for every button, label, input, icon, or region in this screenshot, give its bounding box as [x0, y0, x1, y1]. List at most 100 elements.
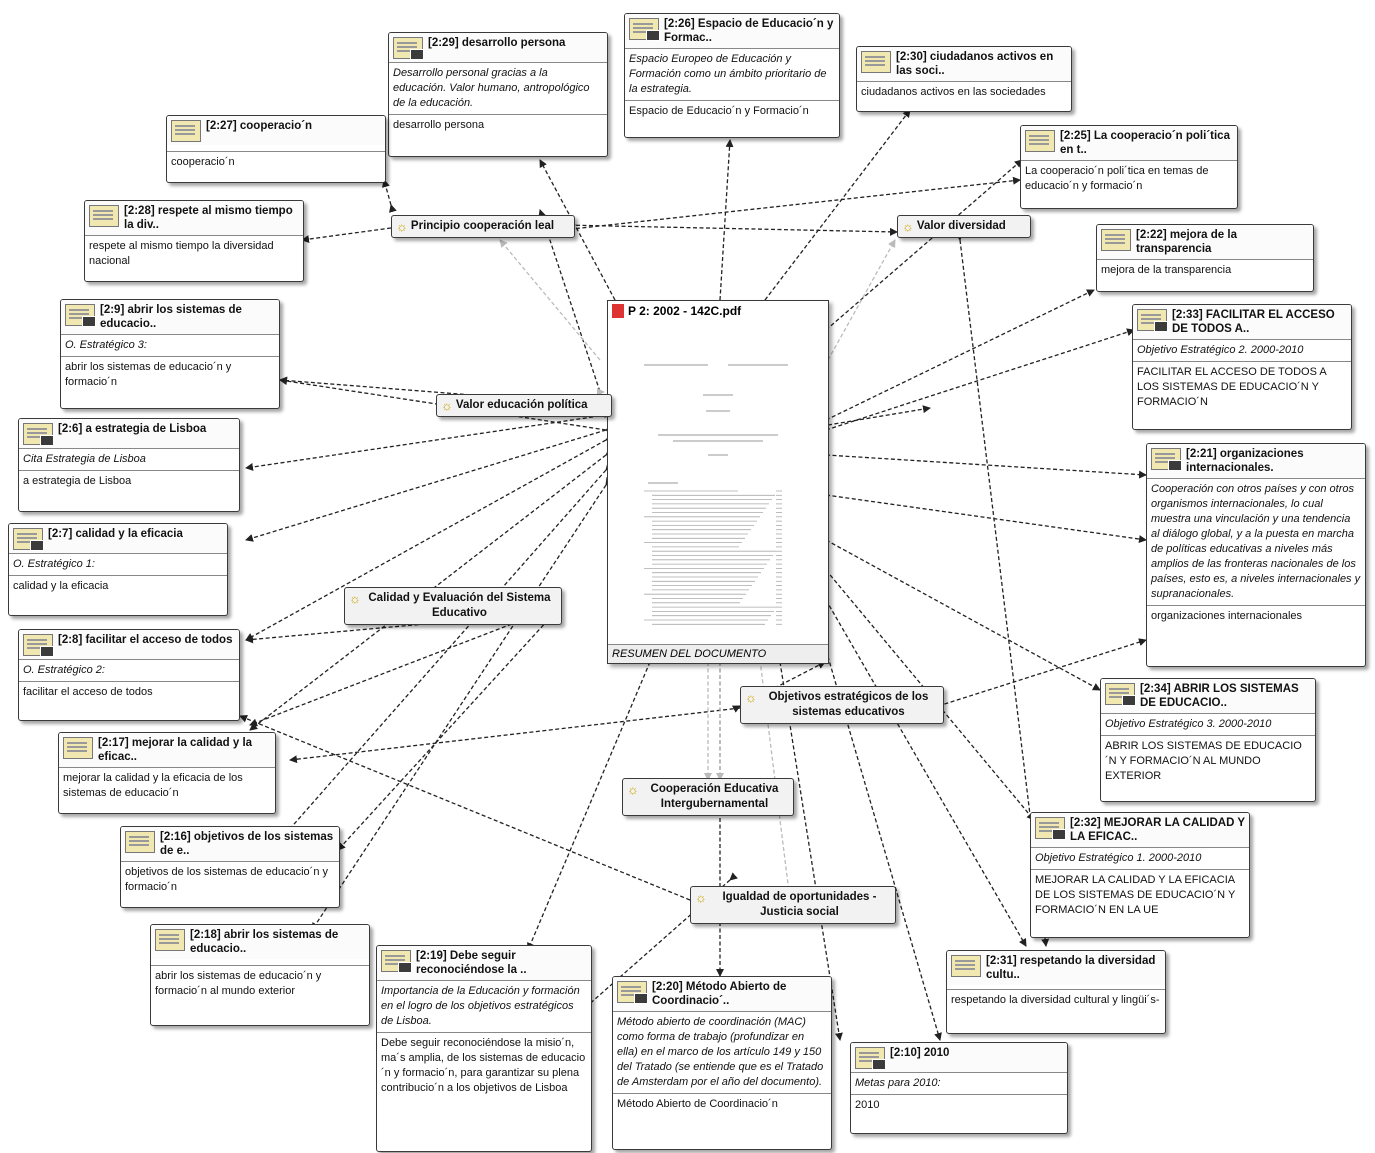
- quote-content: respetando la diversidad cultural y ling…: [947, 989, 1165, 1011]
- code-valor-diversidad[interactable]: ☼Valor diversidad: [897, 215, 1031, 238]
- quote-2-19[interactable]: [2:19] Debe seguir reconociéndose la .. …: [376, 945, 592, 1152]
- quote-title: [2:27] cooperacio´n: [206, 120, 313, 132]
- quotation-icon: [861, 51, 891, 73]
- relation-edge: [538, 209, 612, 418]
- pdf-icon: [612, 304, 624, 318]
- quote-content: Espacio de Educacio´n y Formacio´n: [625, 100, 839, 122]
- code-calidad-evaluacion[interactable]: ☼Calidad y Evaluación del Sistema Educat…: [344, 587, 562, 625]
- quote-comment: O. Estratégico 3:: [61, 334, 279, 356]
- code-objetivos-estrategicos[interactable]: ☼Objetivos estratégicos de los sistemas …: [740, 686, 944, 724]
- quote-content: abrir los sistemas de educacio´n y forma…: [61, 356, 279, 393]
- quotation-icon: [23, 423, 54, 446]
- relation-edge: [245, 424, 614, 542]
- relation-edge: [817, 289, 1095, 427]
- quote-2-7[interactable]: [2:7] calidad y la eficacia O. Estratégi…: [8, 523, 228, 616]
- code-igualdad-oportunidades[interactable]: ☼Igualdad de oportunidades - Justicia so…: [690, 886, 896, 924]
- quote-content: 2010: [851, 1094, 1067, 1116]
- relation-edge: [337, 612, 556, 851]
- quote-2-9[interactable]: [2:9] abrir los sistemas de educacio.. O…: [60, 299, 280, 409]
- quote-2-21[interactable]: [2:21] organizaciones internacionales. C…: [1146, 443, 1366, 667]
- quote-title: [2:10] 2010: [890, 1047, 950, 1059]
- code-sun-icon: ☼: [441, 398, 453, 413]
- relation-edge-light: [827, 239, 896, 361]
- quote-2-26[interactable]: [2:26] Espacio de Educacio´n y Formac.. …: [624, 13, 840, 138]
- quote-title: [2:31] respetando la diversidad cultu..: [986, 955, 1156, 981]
- quote-comment: Cita Estrategia de Lisboa: [19, 448, 239, 470]
- quote-title: [2:16] objetivos de los sistemas de e..: [160, 831, 334, 857]
- quote-2-22[interactable]: [2:22] mejora de la transparencia mejora…: [1096, 224, 1314, 292]
- quotation-icon: [951, 955, 981, 977]
- quote-title: [2:30] ciudadanos activos en las soci..: [896, 51, 1054, 77]
- quote-content: ciudadanos activos en las sociedades: [857, 81, 1071, 103]
- quote-title: [2:22] mejora de la transparencia: [1136, 229, 1237, 255]
- quote-comment: O. Estratégico 1:: [9, 553, 227, 575]
- quote-title: [2:19] Debe seguir reconociéndose la ..: [416, 950, 527, 976]
- relation-edge: [820, 405, 931, 431]
- quote-title: [2:18] abrir los sistemas de educacio..: [190, 929, 339, 955]
- document-title: P 2: 2002 - 142C.pdf: [628, 304, 742, 318]
- quote-content: objetivos de los sistemas de educacio´n …: [121, 861, 339, 898]
- code-sun-icon: ☼: [695, 890, 707, 905]
- quote-2-18[interactable]: [2:18] abrir los sistemas de educacio.. …: [150, 924, 370, 1026]
- quote-title: [2:7] calidad y la eficacia: [48, 528, 183, 540]
- quotation-icon: [855, 1047, 886, 1070]
- quote-content: cooperacio´n: [167, 151, 385, 173]
- quote-title: [2:21] organizaciones internacionales.: [1186, 448, 1304, 474]
- quotation-icon: [155, 929, 185, 951]
- quote-content: desarrollo persona: [389, 114, 607, 136]
- code-valor-educacion-politica[interactable]: ☼Valor educación política: [436, 394, 612, 417]
- quote-content: mejorar la calidad y la eficacia de los …: [59, 767, 275, 804]
- relation-edge-light: [499, 239, 601, 361]
- relation-edge: [279, 462, 614, 841]
- quotation-icon: [1025, 130, 1055, 152]
- primary-document[interactable]: P 2: 2002 - 142C.pdf RESUMEN DEL DOCUMEN…: [607, 300, 829, 664]
- quote-2-30[interactable]: [2:30] ciudadanos activos en las soci.. …: [856, 46, 1072, 112]
- relation-edge: [555, 220, 898, 236]
- quote-2-33[interactable]: [2:33] FACILITAR EL ACCESO DE TODOS A.. …: [1132, 304, 1352, 430]
- quote-2-20[interactable]: [2:20] Método Abierto de Coordinacio´.. …: [612, 976, 832, 1150]
- quote-title: [2:17] mejorar la calidad y la eficac..: [98, 737, 253, 763]
- quote-2-25[interactable]: [2:25] La cooperacio´n poli´tica en t.. …: [1020, 125, 1238, 209]
- quote-comment: Objetivo Estratégico 2. 2000-2010: [1133, 339, 1351, 361]
- quote-2-8[interactable]: [2:8] facilitar el acceso de todos O. Es…: [18, 629, 240, 721]
- code-sun-icon: ☼: [396, 219, 408, 234]
- quote-title: [2:32] MEJORAR LA CALIDAD Y LA EFICAC..: [1070, 817, 1245, 843]
- quote-title: [2:26] Espacio de Educacio´n y Formac..: [664, 18, 834, 44]
- code-principio-cooperacion-leal[interactable]: ☼Principio cooperación leal: [391, 215, 575, 238]
- quote-content: Debe seguir reconociéndose la misio´n, m…: [377, 1032, 591, 1099]
- quote-comment: Objetivo Estratégico 1. 2000-2010: [1031, 847, 1249, 869]
- code-sun-icon: ☼: [349, 591, 361, 606]
- quote-content: Método Abierto de Coordinacio´n: [613, 1093, 831, 1115]
- quotation-icon: [381, 950, 412, 973]
- relation-edge: [818, 159, 1023, 338]
- quote-2-28[interactable]: [2:28] respete al mismo tiempo la div.. …: [84, 200, 304, 282]
- relation-edge: [757, 109, 911, 308]
- quote-2-34[interactable]: [2:34] ABRIR LOS SISTEMAS DE EDUCACIO.. …: [1100, 678, 1316, 802]
- quote-title: [2:9] abrir los sistemas de educacio..: [100, 304, 242, 330]
- relation-edge: [249, 603, 556, 727]
- quote-2-29[interactable]: [2:29] desarrollo persona Desarrollo per…: [388, 32, 608, 157]
- relation-edge: [239, 714, 698, 907]
- relation-edge: [245, 410, 614, 471]
- quotation-icon: [65, 304, 96, 327]
- code-cooperacion-intergubernamental[interactable]: ☼Cooperación Educativa Intergubernamenta…: [622, 778, 794, 816]
- quotation-icon: [393, 37, 424, 60]
- quote-content: organizaciones internacionales: [1147, 605, 1365, 627]
- quote-2-31[interactable]: [2:31] respetando la diversidad cultu.. …: [946, 950, 1166, 1034]
- quotation-icon: [1137, 309, 1168, 332]
- quote-comment: Importancia de la Educación y formación …: [377, 980, 591, 1032]
- quotation-icon: [1151, 448, 1182, 471]
- quotation-icon: [1105, 683, 1136, 706]
- relation-edge: [382, 179, 397, 213]
- relation-edge: [818, 450, 1147, 479]
- quote-2-17[interactable]: [2:17] mejorar la calidad y la eficac.. …: [58, 732, 276, 814]
- quotation-icon: [629, 18, 660, 41]
- quote-2-27[interactable]: [2:27] cooperacio´n cooperacio´n: [166, 115, 386, 183]
- quote-2-10[interactable]: [2:10] 2010 Metas para 2010: 2010: [850, 1042, 1068, 1134]
- relation-edge: [715, 139, 734, 308]
- quote-content: facilitar el acceso de todos: [19, 681, 239, 703]
- quote-2-32[interactable]: [2:32] MEJORAR LA CALIDAD Y LA EFICAC.. …: [1030, 812, 1250, 938]
- quote-2-6[interactable]: [2:6] a estrategia de Lisboa Cita Estrat…: [18, 418, 240, 512]
- quotation-icon: [171, 120, 201, 142]
- quote-2-16[interactable]: [2:16] objetivos de los sistemas de e.. …: [120, 826, 340, 908]
